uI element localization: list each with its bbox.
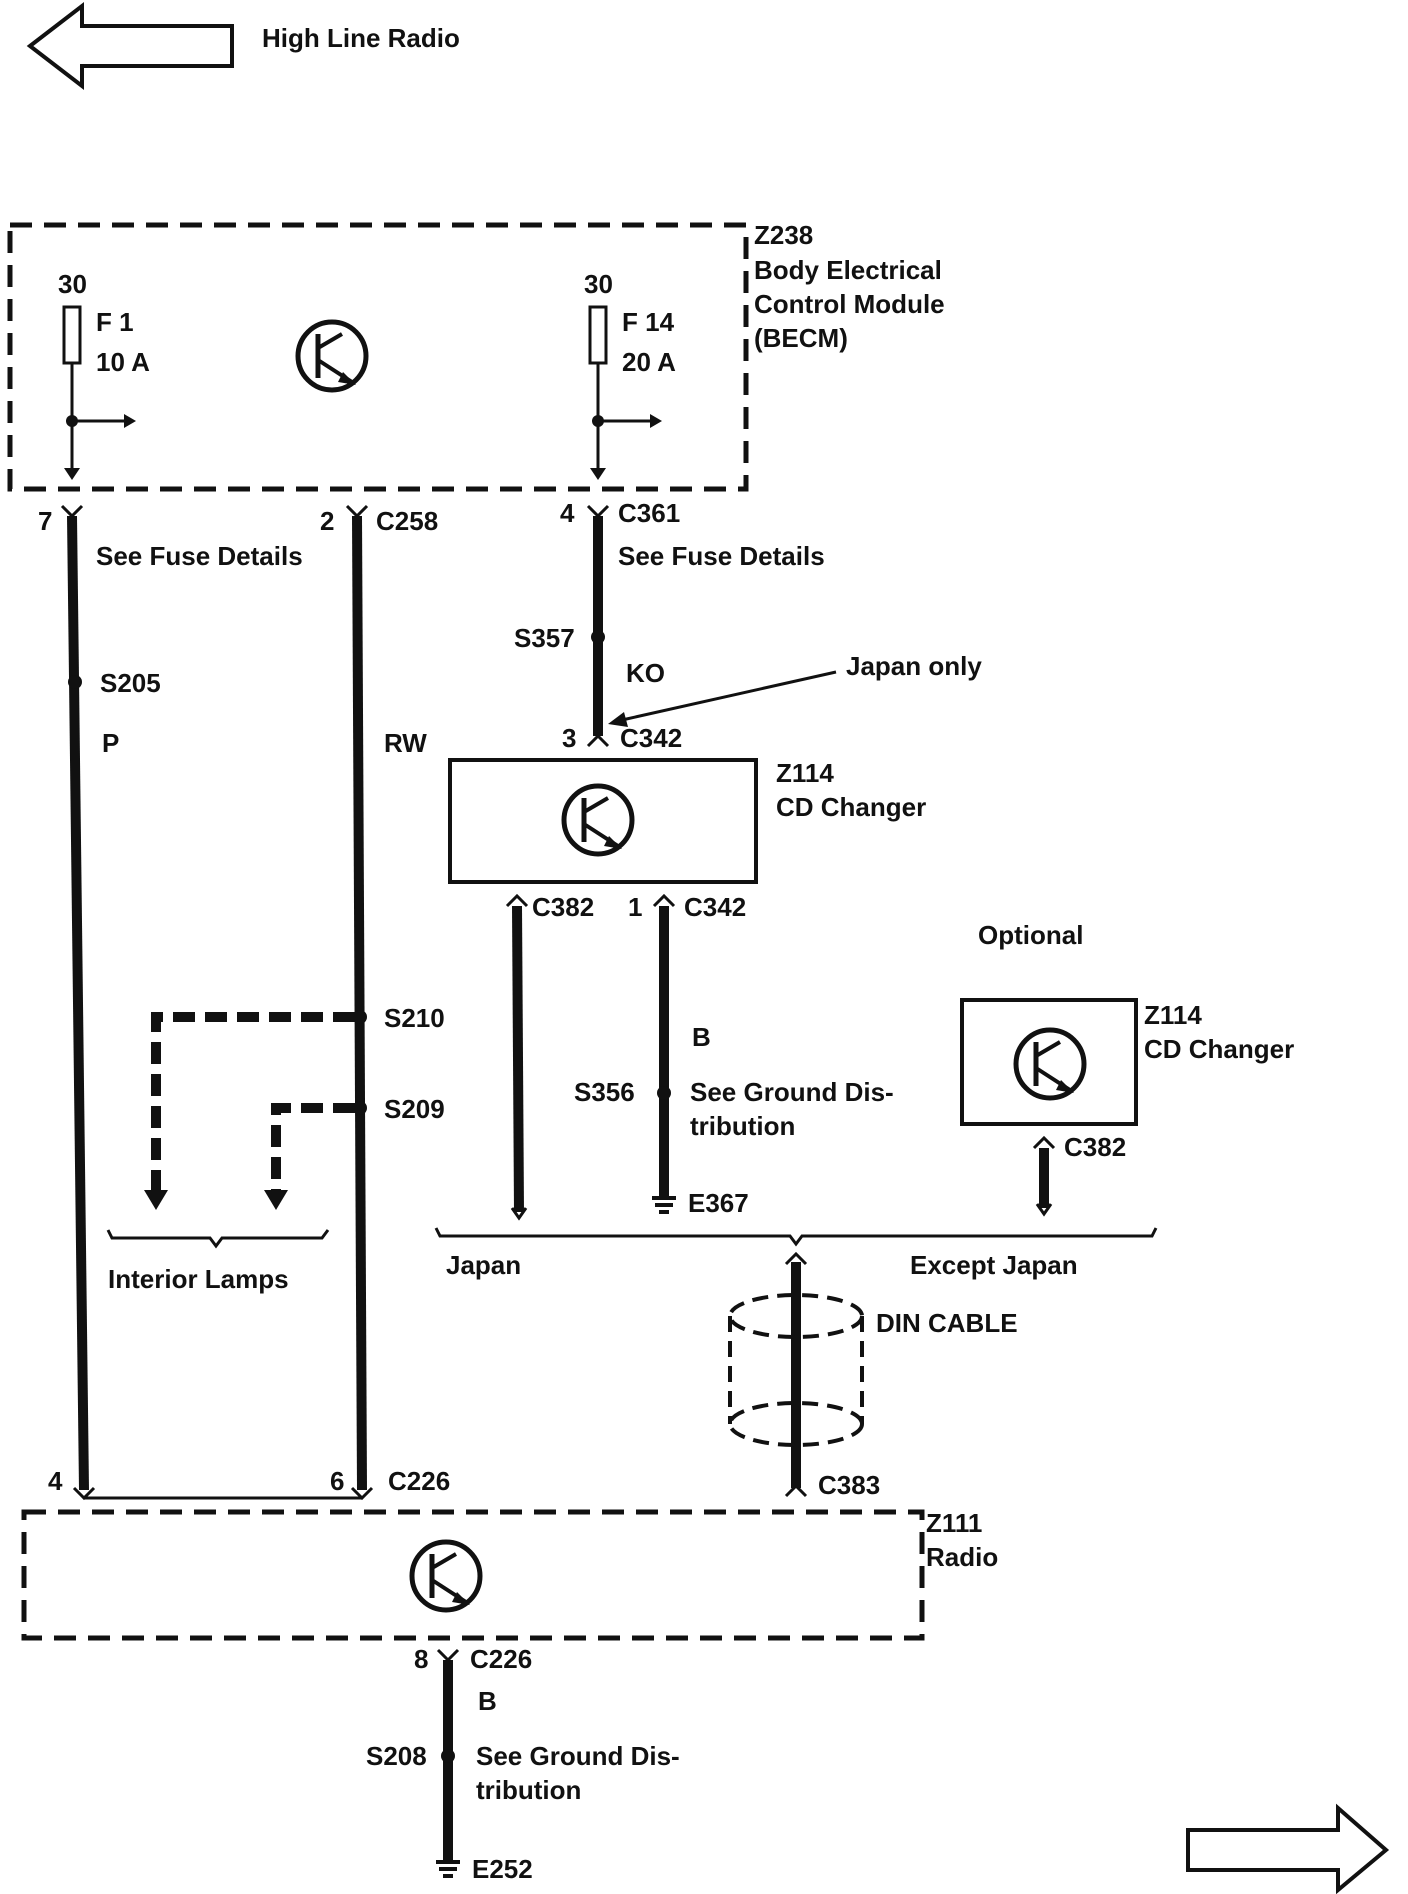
ground-e367-icon: [652, 1196, 676, 1214]
connector-c382-optional: C382: [1064, 1132, 1126, 1162]
next-page-arrow-icon[interactable]: [1186, 1803, 1390, 1894]
cd-changer-name: CD Changer: [776, 792, 926, 822]
fuse-details-right: See Fuse Details: [618, 541, 825, 571]
cd-changer-id: Z114: [776, 758, 834, 788]
becm-name-line3: (BECM): [754, 323, 848, 353]
fuse14-terminal: 30: [584, 269, 613, 299]
radio-name: Radio: [926, 1542, 998, 1572]
wire-color-b-cd: B: [692, 1022, 711, 1052]
wire-color-rw: RW: [384, 728, 427, 758]
fuse1-name: F 1: [96, 307, 134, 337]
pin-radio-4: 4: [48, 1466, 63, 1496]
splice-s205: S205: [100, 668, 161, 698]
connector-c226-top: C226: [388, 1466, 450, 1496]
optional-cd-changer-name: CD Changer: [1144, 1034, 1294, 1064]
ground-e367: E367: [688, 1188, 749, 1218]
fuse1-symbol-icon: [62, 305, 82, 365]
pin-radio-8: 8: [414, 1644, 428, 1674]
connector-c382-cd: C382: [532, 892, 594, 922]
fuse14-rating: 20 A: [622, 347, 676, 377]
fuse1-rating: 10 A: [96, 347, 150, 377]
din-cable-label: DIN CABLE: [876, 1308, 1018, 1338]
connector-c383: C383: [818, 1470, 880, 1500]
din-cable-shield-icon: [728, 1293, 864, 1447]
japan-label: Japan: [446, 1250, 521, 1280]
fuse14-symbol-icon: [588, 305, 608, 365]
splice-s210: S210: [384, 1003, 445, 1033]
connector-c342-bottom: C342: [684, 892, 746, 922]
ground-dist-radio-line2: tribution: [476, 1775, 581, 1805]
splice-s209: S209: [384, 1094, 445, 1124]
connector-c258: C258: [376, 506, 438, 536]
ground-dist-cd-line2: tribution: [690, 1111, 795, 1141]
fuse14-name: F 14: [622, 307, 675, 337]
optional-cd-changer-outline: [960, 998, 1138, 1126]
ground-dist-radio-line1: See Ground Dis-: [476, 1741, 680, 1771]
optional-cd-changer-id: Z114: [1144, 1000, 1202, 1030]
fuse1-terminal: 30: [58, 269, 87, 299]
becm-name-line1: Body Electrical: [754, 255, 942, 285]
ground-e252-icon: [436, 1860, 460, 1878]
except-japan-label: Except Japan: [910, 1250, 1078, 1280]
splice-s208: S208: [366, 1741, 427, 1771]
pin-becm-2: 2: [320, 506, 334, 536]
optional-label: Optional: [978, 920, 1083, 950]
japan-only-label: Japan only: [846, 651, 982, 681]
wire-color-ko: KO: [626, 658, 665, 688]
pin-cd-3: 3: [562, 723, 576, 753]
becm-module-outline: [7, 222, 749, 492]
radio-module-outline: [21, 1509, 925, 1641]
fuse-details-left: See Fuse Details: [96, 541, 303, 571]
interior-lamps-label: Interior Lamps: [108, 1264, 289, 1294]
pin-radio-6: 6: [330, 1466, 344, 1496]
connector-c226-bottom: C226: [470, 1644, 532, 1674]
pin-becm-7: 7: [38, 506, 52, 536]
pin-becm-4: 4: [560, 498, 575, 528]
splice-s357: S357: [514, 623, 575, 653]
previous-page-arrow-icon[interactable]: [26, 1, 234, 91]
ground-dist-cd-line1: See Ground Dis-: [690, 1077, 894, 1107]
becm-electronic-module-icon: [295, 319, 369, 393]
cd-changer-outline: [448, 758, 758, 884]
connector-c342-top: C342: [620, 723, 682, 753]
radio-id: Z111: [926, 1508, 982, 1538]
cd-changer-electronic-module-icon: [561, 783, 635, 857]
becm-id: Z238: [754, 220, 813, 250]
optional-cd-changer-electronic-module-icon: [1013, 1027, 1087, 1101]
connector-c361: C361: [618, 498, 680, 528]
wire-color-p: P: [102, 728, 119, 758]
radio-electronic-module-icon: [409, 1539, 483, 1613]
diagram-title: High Line Radio: [262, 23, 460, 53]
pin-cd-1: 1: [628, 892, 642, 922]
wire-color-b-radio: B: [478, 1686, 497, 1716]
ground-e252: E252: [472, 1854, 533, 1884]
becm-name-line2: Control Module: [754, 289, 945, 319]
splice-s356: S356: [574, 1077, 635, 1107]
